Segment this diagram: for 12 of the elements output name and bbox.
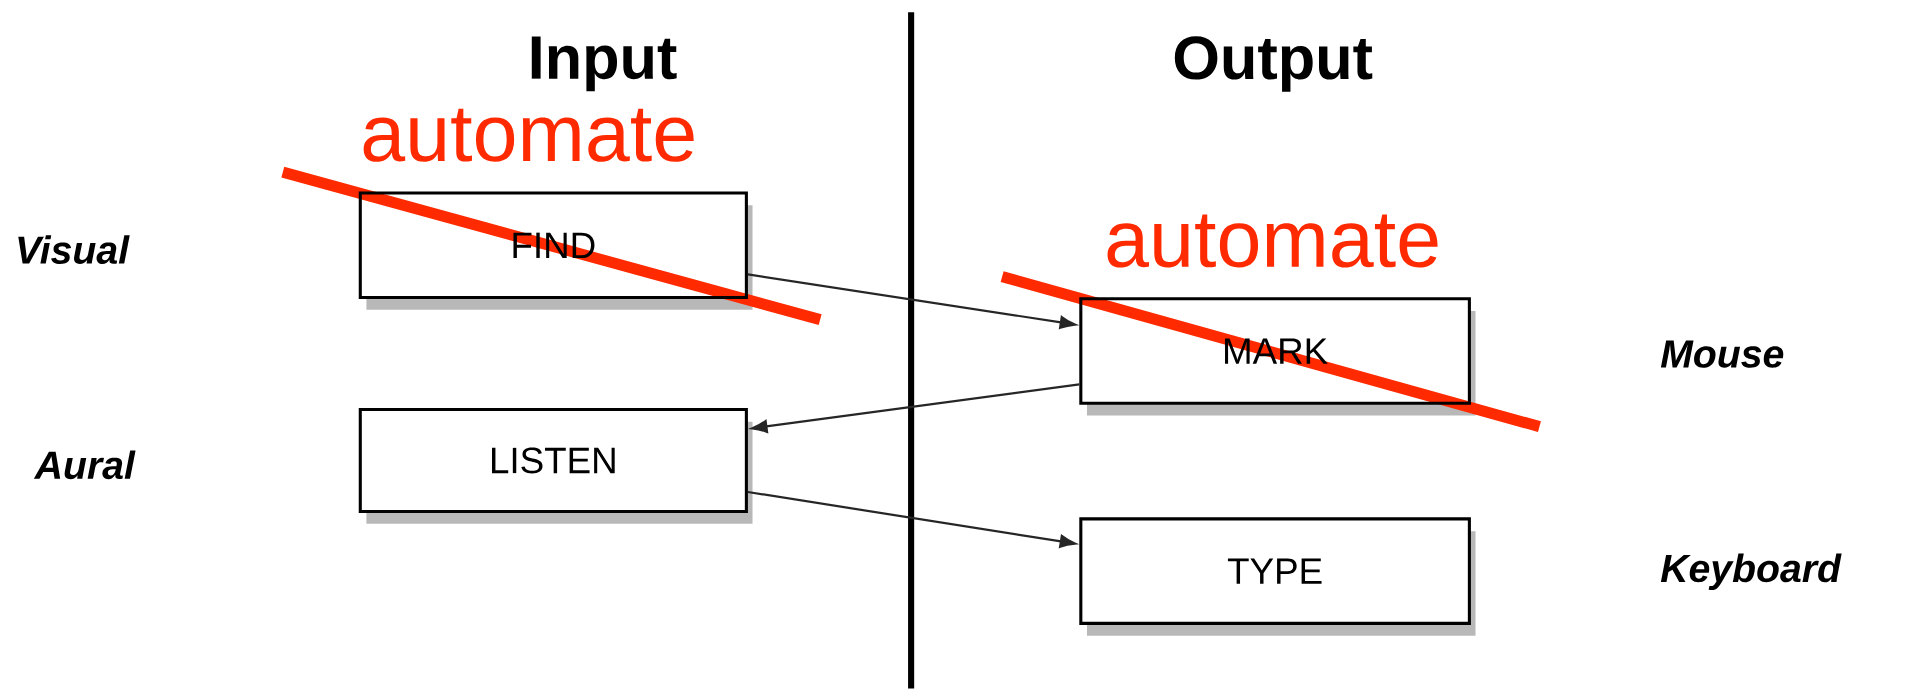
annotation-text: automate: [1107, 214, 1438, 268]
arrow: [751, 383, 1080, 433]
column-heading: Output: [1174, 36, 1373, 92]
column-heading: Input: [531, 36, 677, 92]
process-box: LISTEN: [358, 407, 748, 514]
row-label: Keyboard: [1660, 553, 1842, 590]
arrow: [747, 273, 1076, 329]
row-label: Mouse: [1660, 340, 1784, 368]
row-label: Visual: [18, 235, 130, 264]
process-box: TYPE: [1079, 517, 1471, 625]
row-label: Aural: [33, 450, 136, 480]
arrow: [747, 490, 1076, 548]
